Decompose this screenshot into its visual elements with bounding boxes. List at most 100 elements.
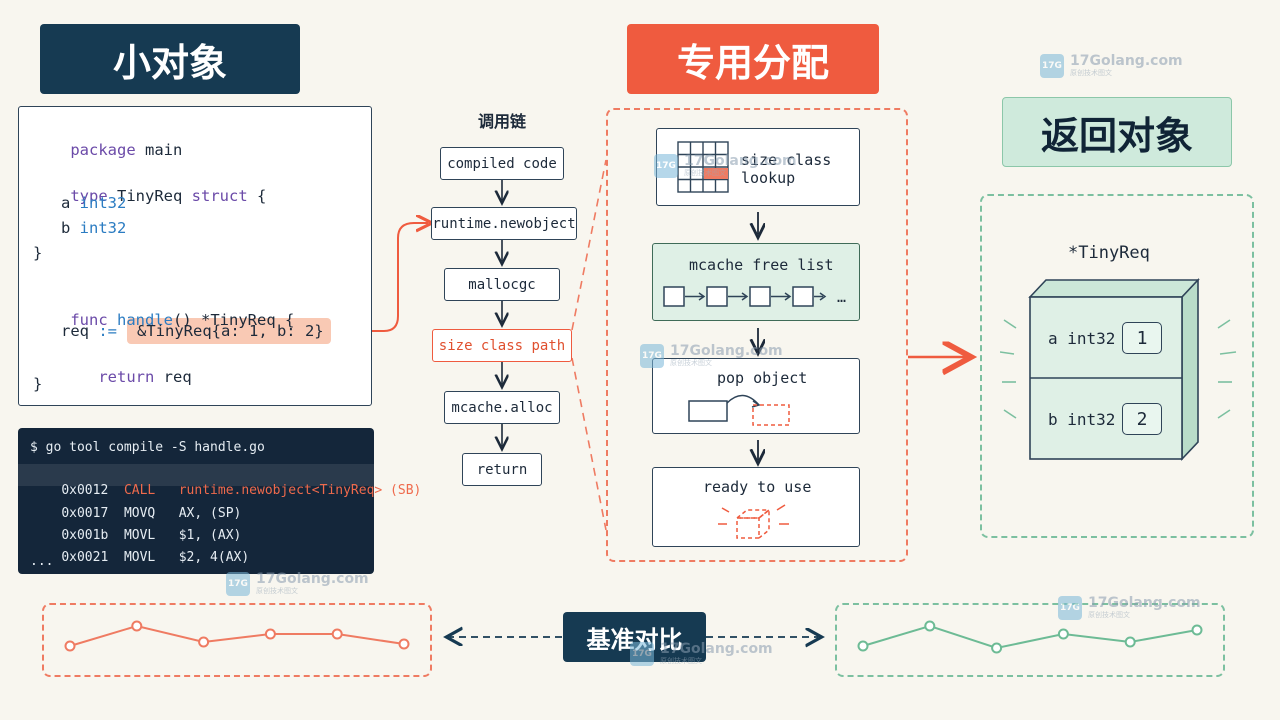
go-code-panel: package main type TinyReq struct { a int… — [18, 106, 372, 406]
watermark-logo-icon: 17G — [1040, 54, 1064, 78]
size-class-label: size class lookup — [741, 151, 832, 187]
keyword-func: func — [70, 311, 108, 329]
keyword-type: type — [70, 187, 108, 205]
chain-node-mallocgc: mallocgc — [444, 268, 560, 301]
size-class-lookup-step: size class lookup — [656, 128, 860, 206]
mcache-free-list-step: mcache free list … — [652, 243, 860, 321]
watermark-sub: 原创技术图文 — [1088, 611, 1130, 619]
dedicated-alloc-banner: 专用分配 — [627, 24, 879, 94]
field-b-label: b int32 — [1048, 410, 1116, 429]
keyword-struct: struct — [191, 187, 248, 205]
terminal-command: $ go tool compile -S handle.go — [30, 440, 265, 455]
watermark-logo-icon: 17G — [630, 642, 654, 666]
watermark-text: 17Golang.com — [256, 571, 369, 587]
type-int32-b: int32 — [79, 219, 127, 237]
free-list-chain-icon — [663, 286, 827, 307]
benchmark-right-frame — [835, 603, 1225, 677]
watermark-logo-icon: 17G — [654, 154, 678, 178]
watermark-text: 17Golang.com — [1070, 53, 1183, 69]
free-list-label: mcache free list — [689, 256, 834, 274]
keyword-return: return — [98, 368, 155, 386]
code-to-newobject-arrow — [330, 223, 428, 332]
ready-label: ready to use — [703, 478, 812, 496]
keyword-package: package — [70, 141, 136, 159]
terminal-highlight — [18, 464, 374, 486]
code-line-close-func: } — [33, 375, 43, 393]
watermark-text: 17Golang.com — [670, 343, 783, 359]
benchmark-point — [64, 640, 76, 652]
code-line-close-struct: } — [33, 244, 43, 262]
chain-node-compiled-code: compiled code — [440, 147, 564, 180]
watermark-sub: 原创技术图文 — [670, 359, 712, 367]
code-highlight — [127, 318, 331, 344]
watermark-sub: 原创技术图文 — [684, 169, 726, 177]
benchmark-point — [857, 640, 869, 652]
benchmark-right-chart — [857, 620, 1203, 654]
watermark-text: 17Golang.com — [660, 641, 773, 657]
asm-addr: 0x0012 — [61, 483, 109, 498]
code-line-field-a: a int32 — [33, 194, 127, 212]
chain-node-return: return — [462, 453, 542, 486]
code-line-assign: req := — [33, 322, 117, 340]
field-a-value: 1 — [1122, 322, 1162, 354]
watermark-logo-icon: 17G — [640, 344, 664, 368]
asm-op: CALL — [123, 483, 156, 498]
benchmark-point — [264, 628, 276, 640]
code-line-field-b: b int32 — [33, 219, 127, 237]
benchmark-point — [398, 638, 410, 650]
benchmark-point — [1124, 636, 1136, 648]
asm-addr: 0x001b — [61, 528, 109, 543]
code-line-package: package main — [70, 141, 183, 159]
asm-ellipsis: ... — [30, 554, 54, 569]
watermark-logo-icon: 17G — [1058, 596, 1082, 620]
watermark-text: 17Golang.com — [1088, 595, 1201, 611]
field-a-label: a int32 — [1048, 329, 1116, 348]
benchmark-left-frame — [42, 603, 432, 677]
asm-op: MOVL — [123, 528, 156, 543]
asm-arg: $1, (AX) — [178, 528, 242, 543]
pop-object-step: pop object — [652, 358, 860, 434]
benchmark-line — [862, 624, 1198, 650]
type-int32-a: int32 — [79, 194, 127, 212]
chain-node-size-class-path: size class path — [432, 329, 572, 362]
ready-to-use-step: ready to use — [652, 467, 860, 547]
pop-object-icon — [688, 394, 790, 426]
benchmark-line — [69, 624, 405, 647]
benchmark-point — [331, 628, 343, 640]
benchmark-point — [991, 642, 1003, 654]
alloc-detail-frame — [606, 108, 908, 562]
zoom-line-top — [571, 159, 607, 331]
code-line-return: return req — [98, 368, 192, 386]
result-type-label: *TinyReq — [1068, 243, 1150, 263]
asm-row-1: 0x0012 CALL runtime.newobject<TinyReq> (… — [30, 468, 421, 498]
benchmark-point — [1057, 628, 1069, 640]
ready-box-icon — [718, 504, 789, 539]
watermark-logo-icon: 17G — [226, 572, 250, 596]
zoom-line-bottom — [571, 357, 607, 531]
benchmark-point — [131, 620, 143, 632]
result-frame — [980, 194, 1254, 538]
code-line-func: func handle() *TinyReq { — [70, 311, 295, 329]
size-class-grid-icon — [677, 141, 729, 193]
code-line-composite: &TinyReq{a: 1, b: 2} — [137, 322, 324, 340]
asm-addr: 0x0017 — [61, 506, 109, 521]
code-line-type: type TinyReq struct { — [70, 187, 267, 205]
benchmark-point — [198, 636, 210, 648]
watermark-sub: 原创技术图文 — [1070, 69, 1112, 77]
small-object-banner: 小对象 — [40, 24, 300, 94]
asm-arg: runtime.newobject<TinyReq> (SB) — [178, 483, 422, 498]
watermark-sub: 原创技术图文 — [256, 587, 298, 595]
pop-object-label: pop object — [717, 369, 808, 387]
chain-node-newobject: runtime.newobject — [431, 207, 577, 240]
benchmark-point — [1191, 624, 1203, 636]
field-b-value: 2 — [1122, 403, 1162, 435]
free-list-more: … — [837, 288, 847, 306]
func-name: handle — [117, 311, 173, 329]
